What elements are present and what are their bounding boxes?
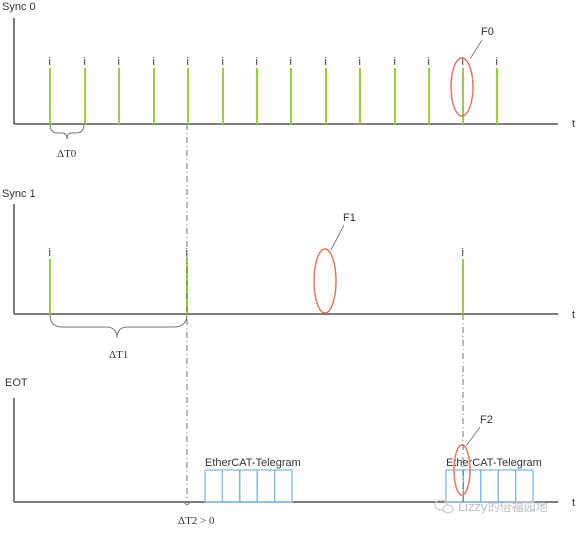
sync0-pulse-7: i bbox=[256, 56, 258, 124]
telegram-1-label: EtherCAT-Telegram bbox=[205, 457, 301, 469]
eot-title: EOT bbox=[5, 377, 28, 389]
sync1-t-label: t bbox=[572, 309, 575, 321]
fault-f1-leader bbox=[330, 224, 345, 251]
sync0-pulse-11-marker: i bbox=[394, 56, 396, 68]
dt1-label: ΔT1 bbox=[109, 349, 128, 361]
sync0-pulse-10-marker: i bbox=[359, 56, 361, 68]
telegram-1-frames bbox=[204, 469, 293, 503]
sync0-panel: Sync 0 t i i i i i i i i i i i i i i F0 ΔT0 bbox=[2, 1, 575, 160]
telegram-1-frame-5 bbox=[274, 469, 293, 503]
sync0-pulse-1-marker: i bbox=[49, 56, 51, 68]
sync0-pulse-11: i bbox=[394, 56, 396, 124]
sync0-pulse-9-marker: i bbox=[325, 56, 327, 68]
sync0-pulse-4: i bbox=[153, 56, 155, 124]
sync0-pulse-2: i bbox=[84, 56, 86, 124]
sync0-pulse-6-marker: i bbox=[222, 56, 224, 68]
sync1-pulse-3-marker: i bbox=[462, 247, 464, 259]
sync0-pulse-9: i bbox=[325, 56, 327, 124]
fault-f2-ellipse bbox=[453, 444, 471, 496]
sync1-pulse-2-marker: i bbox=[186, 247, 188, 259]
sync0-pulse-12: i bbox=[428, 56, 430, 124]
sync0-pulse-5: i bbox=[187, 56, 189, 124]
fault-f2-label: F2 bbox=[480, 414, 493, 426]
telegram-2-frames bbox=[445, 469, 534, 503]
dt0-brace bbox=[49, 123, 85, 140]
telegram-1-frame-1 bbox=[204, 469, 223, 503]
telegram-2-label: EtherCAT-Telegram bbox=[446, 457, 542, 469]
eot-t-label: t bbox=[572, 497, 575, 509]
telegram-1-frame-2 bbox=[221, 469, 241, 503]
fault-f0-leader bbox=[469, 39, 483, 60]
sync0-pulse-3-marker: i bbox=[118, 56, 120, 68]
sync0-pulse-14: i bbox=[496, 56, 498, 124]
sync1-pulse-1: i bbox=[49, 247, 51, 314]
telegram-2-frame-2 bbox=[462, 469, 482, 503]
fault-f1-ellipse bbox=[313, 248, 337, 314]
sync0-pulse-13-marker: i bbox=[462, 56, 464, 68]
telegram-2-frame-4 bbox=[497, 469, 517, 503]
fault-f1-label: F1 bbox=[343, 212, 356, 224]
sync0-pulse-12-marker: i bbox=[428, 56, 430, 68]
sync0-pulse-4-marker: i bbox=[153, 56, 155, 68]
sync0-pulse-7-marker: i bbox=[256, 56, 258, 68]
fault-f0-label: F0 bbox=[481, 26, 494, 38]
sync0-pulse-5-marker: i bbox=[187, 56, 189, 68]
telegram-1-frame-4 bbox=[256, 469, 276, 503]
fault-f2-leader bbox=[465, 426, 481, 447]
sync1-pulse-3: i bbox=[462, 247, 464, 314]
sync0-pulse-6: i bbox=[222, 56, 224, 124]
telegram-2-frame-3 bbox=[480, 469, 499, 503]
telegram-1-frame-3 bbox=[239, 469, 258, 503]
sync0-pulse-8-marker: i bbox=[290, 56, 292, 68]
sync0-pulse-1: i bbox=[49, 56, 51, 124]
dt0-label: ΔT0 bbox=[57, 148, 77, 160]
dt2-label: ΔT2 > 0 bbox=[178, 515, 215, 527]
telegram-2-frame-5 bbox=[514, 469, 534, 503]
sync1-pulse-1-marker: i bbox=[49, 247, 51, 259]
watermark-text: Lizzy的倍福园地 bbox=[458, 499, 548, 514]
dt2-brace bbox=[183, 501, 191, 505]
telegram-block-1: EtherCAT-Telegram bbox=[204, 457, 301, 503]
sync0-pulse-14-marker: i bbox=[496, 56, 498, 68]
eot-panel: EOT t EtherCAT-Telegram EtherCAT-Telegra… bbox=[5, 377, 575, 527]
sync0-pulse-10: i bbox=[359, 56, 361, 124]
sync0-pulse-8: i bbox=[290, 56, 292, 124]
sync1-title: Sync 1 bbox=[2, 188, 36, 200]
sync1-panel: Sync 1 t i i i F1 ΔT1 bbox=[2, 188, 575, 361]
sync0-t-label: t bbox=[572, 118, 575, 130]
sync0-pulse-2-marker: i bbox=[84, 56, 86, 68]
sync0-pulse-13: i bbox=[462, 56, 464, 124]
fault-f0-ellipse bbox=[450, 57, 474, 117]
watermark: Lizzy的倍福园地 bbox=[434, 499, 548, 514]
dt1-brace bbox=[49, 313, 188, 339]
sync0-pulse-3: i bbox=[118, 56, 120, 124]
sync0-title: Sync 0 bbox=[2, 1, 36, 13]
wechat-icon bbox=[434, 499, 454, 514]
